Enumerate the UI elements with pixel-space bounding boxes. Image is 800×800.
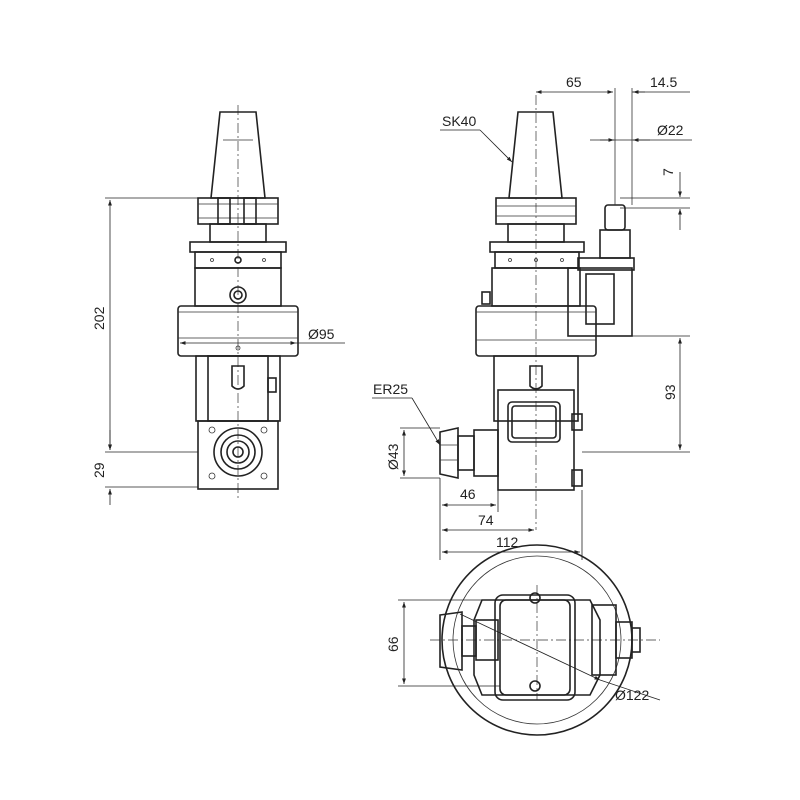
bottom-dims — [398, 599, 661, 701]
dim-74: 74 — [478, 512, 494, 528]
side-view — [439, 88, 635, 530]
dim-7: 7 — [660, 168, 676, 176]
dim-202: 202 — [91, 306, 107, 330]
dim-29: 29 — [91, 462, 107, 478]
dim-dia22: Ø22 — [657, 122, 684, 138]
dim-93: 93 — [662, 384, 678, 400]
dim-112: 112 — [496, 534, 519, 550]
dim-dia95: Ø95 — [308, 326, 335, 342]
front-dims — [105, 197, 345, 505]
front-view — [177, 105, 299, 500]
bottom-view — [430, 544, 660, 736]
dim-46: 46 — [460, 486, 476, 502]
dim-66: 66 — [385, 636, 401, 652]
label-sk40: SK40 — [442, 113, 476, 129]
label-er25: ER25 — [373, 381, 408, 397]
dim-14-5: 14.5 — [650, 74, 677, 90]
dim-dia43: Ø43 — [385, 443, 401, 470]
dim-dia122: Ø122 — [615, 687, 649, 703]
dim-65: 65 — [566, 74, 582, 90]
side-dims — [372, 90, 692, 560]
